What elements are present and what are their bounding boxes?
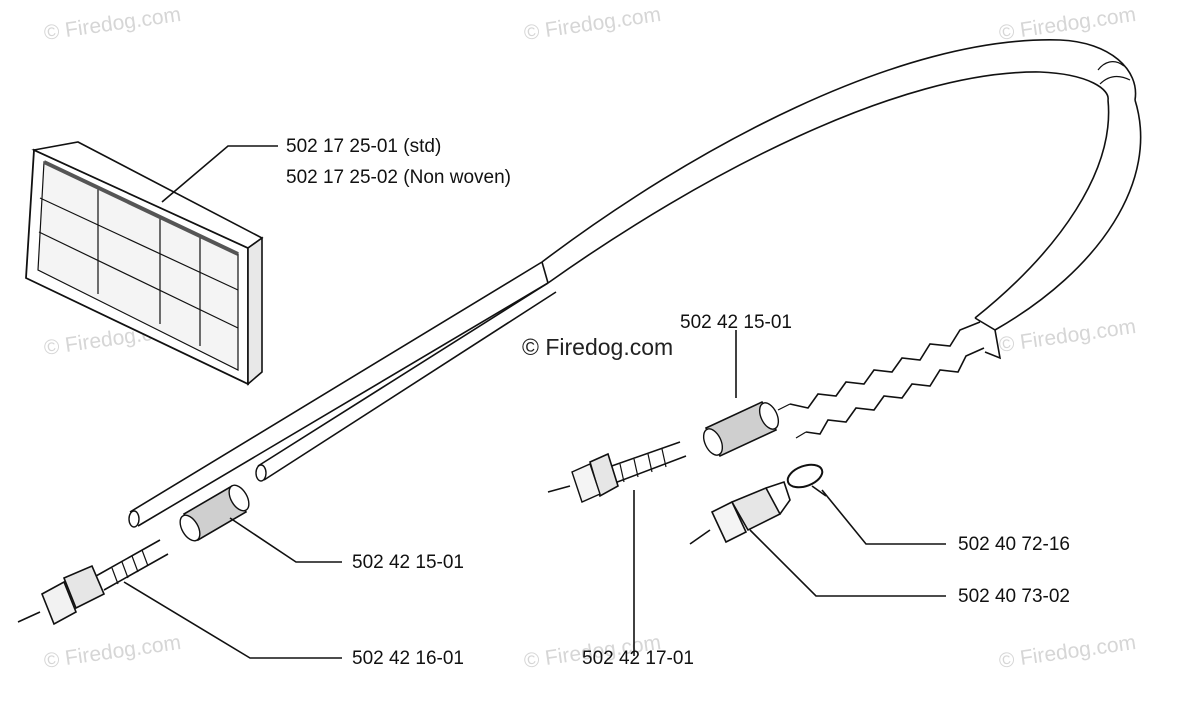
label-adjuster-screw-mid: 502 42 17-01 (582, 648, 694, 669)
right-parts-drawing (689, 463, 827, 545)
watermark-bottom-right: © Firedog.com (997, 631, 1137, 673)
label-nipple-lower: 502 42 15-01 (352, 552, 464, 573)
label-air-filter-nonwoven: 502 17 25-02 (Non woven) (286, 167, 511, 188)
throttle-hose-drawing (128, 39, 1142, 528)
label-hose-clamp: 502 40 72-16 (958, 534, 1070, 555)
left-parts-drawing (17, 484, 250, 626)
label-air-filter-std: 502 17 25-01 (std) (286, 136, 441, 157)
label-nipple-upper: 502 42 15-01 (680, 312, 792, 333)
watermark-top-left: © Firedog.com (42, 3, 182, 45)
watermark-mid-right: © Firedog.com (997, 315, 1137, 357)
air-filter-drawing (25, 141, 264, 386)
watermark-bottom-left: © Firedog.com (42, 631, 182, 673)
watermark-top-center: © Firedog.com (522, 3, 662, 45)
leader-lines (123, 145, 946, 659)
label-adjuster-screw-left: 502 42 16-01 (352, 648, 464, 669)
middle-parts-drawing (547, 400, 780, 503)
watermark-top-right: © Firedog.com (997, 3, 1137, 45)
watermark-prominent: © Firedog.com (522, 334, 673, 360)
part-labels: 502 17 25-01 (std) 502 17 25-02 (Non wov… (286, 136, 1070, 669)
label-fitting: 502 40 73-02 (958, 586, 1070, 607)
